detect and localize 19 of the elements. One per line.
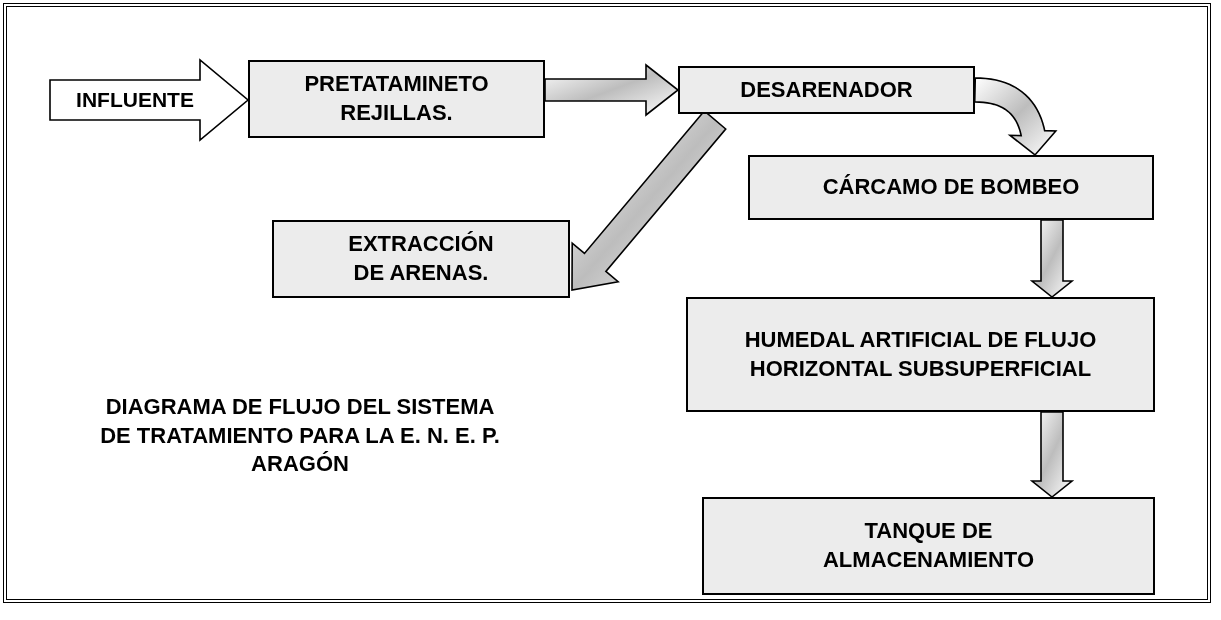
process-box — [678, 66, 975, 114]
block-arrow — [973, 77, 1058, 157]
block-arrow — [1029, 219, 1075, 299]
process-box — [248, 60, 545, 138]
process-box — [272, 220, 570, 298]
box-label: PRETATAMINETO REJILLAS. — [303, 70, 490, 127]
block-arrow — [1029, 411, 1075, 499]
box-label: CÁRCAMO DE BOMBEO — [821, 173, 1081, 202]
process-box — [748, 155, 1154, 220]
box-label: TANQUE DE ALMACENAMIENTO — [822, 517, 1035, 574]
block-arrow — [49, 58, 250, 142]
process-box — [686, 297, 1155, 412]
diagram-title: DIAGRAMA DE FLUJO DEL SISTEMA DE TRATAMIENTO PARA LA E. N. E. P. ARAGÓN — [100, 393, 500, 479]
block-arrow — [544, 63, 680, 117]
box-label: DESARENADOR — [739, 75, 914, 104]
process-box — [702, 497, 1155, 595]
box-label: EXTRACCIÓN DE ARENAS. — [347, 230, 495, 287]
edge-label: INFLUENTE — [76, 88, 194, 112]
box-label: HUMEDAL ARTIFICIAL DE FLUJO HORIZONTAL SUBSUPERFICIAL — [743, 325, 1098, 383]
